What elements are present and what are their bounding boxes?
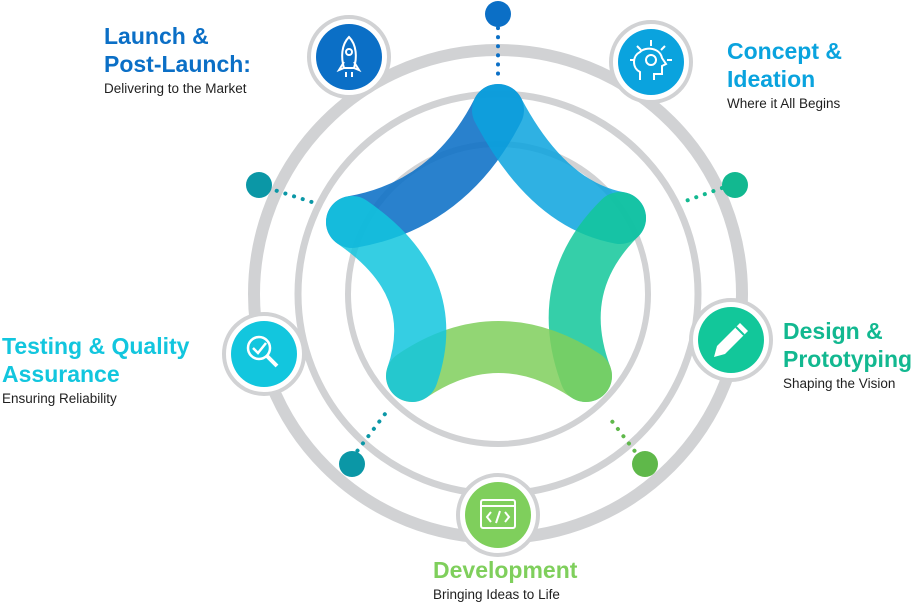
stage-testing-title: Testing & Quality Assurance (2, 333, 190, 387)
stage-launch: Launch & Post-Launch: Delivering to the … (104, 22, 251, 96)
stage-development-title: Development (433, 557, 578, 583)
badge-design (689, 298, 773, 382)
stage-testing: Testing & Quality Assurance Ensuring Rel… (2, 332, 189, 406)
petal-launch (326, 84, 524, 248)
stage-design-title: Design & Prototyping (783, 318, 913, 372)
stage-launch-subtitle: Delivering to the Market (104, 81, 247, 96)
petal-testing (326, 196, 447, 402)
pencil-icon (714, 323, 748, 357)
magnifier-check-icon (246, 335, 279, 368)
satellite-dot-bottom-right (632, 451, 658, 477)
stage-concept: Concept & Ideation Where it All Begins (727, 37, 842, 111)
stage-design-subtitle: Shaping the Vision (783, 376, 896, 391)
code-window-icon (480, 499, 516, 529)
stage-concept-title: Concept & Ideation (727, 38, 842, 92)
dotted-connectors (266, 26, 724, 460)
star-shape (326, 84, 646, 402)
stage-design: Design & Prototyping Shaping the Vision (783, 317, 912, 391)
badge-testing (222, 312, 306, 396)
satellite-dot-left (246, 172, 272, 198)
satellite-dot-right (722, 172, 748, 198)
satellite-dot-bottom-left (339, 451, 365, 477)
badge-development (456, 473, 540, 557)
stage-launch-title: Launch & Post-Launch: (104, 23, 251, 77)
lightbulb-head-icon (630, 40, 672, 80)
stage-testing-subtitle: Ensuring Reliability (2, 391, 117, 406)
badge-concept (609, 20, 693, 104)
satellite-dot-top (485, 1, 511, 27)
stage-development: Development Bringing Ideas to Life (433, 556, 577, 602)
stage-development-subtitle: Bringing Ideas to Life (433, 587, 560, 602)
stage-concept-subtitle: Where it All Begins (727, 96, 841, 111)
rocket-icon (336, 35, 362, 77)
badge-launch (307, 15, 391, 99)
